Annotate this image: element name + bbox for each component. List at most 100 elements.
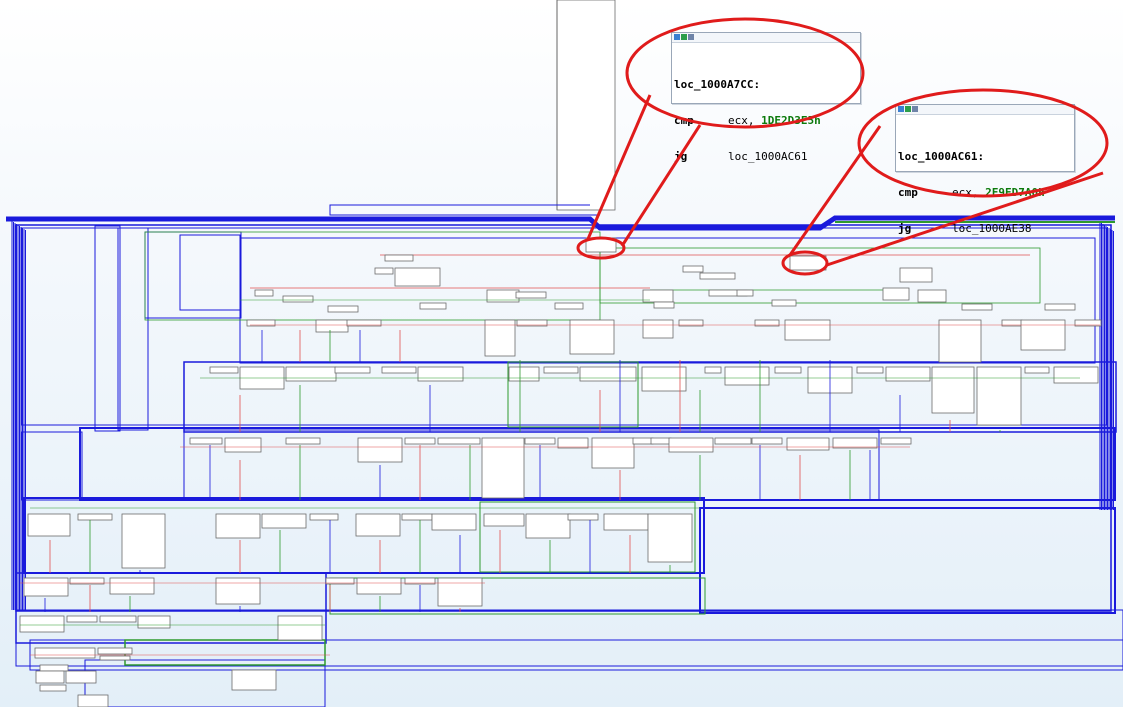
graph-node[interactable]: [567, 513, 599, 521]
graph-node[interactable]: [1044, 303, 1076, 311]
graph-node[interactable]: [603, 513, 649, 531]
graph-node[interactable]: [215, 577, 261, 605]
graph-node[interactable]: [77, 513, 113, 521]
graph-node[interactable]: [431, 513, 477, 531]
graph-node[interactable]: [254, 289, 274, 297]
graph-node[interactable]: [554, 302, 584, 310]
graph-node[interactable]: [516, 319, 548, 327]
graph-node[interactable]: [99, 655, 131, 661]
graph-node[interactable]: [736, 289, 754, 297]
graph-node[interactable]: [585, 237, 617, 253]
graph-node[interactable]: [569, 319, 615, 355]
graph-node[interactable]: [579, 366, 637, 382]
graph-node[interactable]: [751, 437, 783, 445]
graph-node[interactable]: [508, 366, 540, 382]
graph-node[interactable]: [109, 577, 155, 595]
graph-node[interactable]: [355, 513, 401, 537]
graph-node[interactable]: [356, 577, 402, 595]
graph-node[interactable]: [774, 366, 802, 374]
graph-node[interactable]: [374, 267, 394, 275]
graph-node[interactable]: [19, 615, 65, 633]
graph-node[interactable]: [515, 291, 547, 299]
graph-node[interactable]: [215, 513, 261, 539]
graph-node[interactable]: [401, 513, 433, 521]
graph-node[interactable]: [899, 267, 933, 283]
graph-node[interactable]: [97, 647, 133, 655]
graph-node[interactable]: [1020, 319, 1066, 351]
graph-node[interactable]: [27, 513, 71, 537]
graph-node[interactable]: [704, 366, 722, 374]
graph-node[interactable]: [789, 255, 827, 271]
graph-node[interactable]: [357, 437, 403, 463]
graph-node[interactable]: [394, 267, 441, 287]
graph-node[interactable]: [404, 577, 436, 585]
graph-node[interactable]: [856, 366, 884, 374]
graph-node[interactable]: [77, 694, 109, 707]
graph-node[interactable]: [404, 437, 436, 445]
graph-node[interactable]: [557, 437, 589, 449]
graph-node[interactable]: [1053, 366, 1099, 384]
graph-node[interactable]: [882, 287, 910, 301]
graph-node[interactable]: [786, 437, 830, 451]
graph-node[interactable]: [724, 366, 770, 386]
graph-node[interactable]: [231, 669, 277, 691]
graph-node[interactable]: [632, 437, 654, 445]
color-icon[interactable]: [898, 106, 904, 112]
graph-node[interactable]: [832, 437, 878, 449]
graph-node[interactable]: [285, 366, 337, 382]
graph-node[interactable]: [69, 577, 105, 585]
graph-node[interactable]: [976, 366, 1022, 426]
graph-node[interactable]: [277, 615, 323, 641]
graph-node[interactable]: [209, 366, 239, 374]
graph-node[interactable]: [246, 319, 276, 327]
graph-node[interactable]: [285, 437, 321, 445]
graph-node[interactable]: [437, 577, 483, 607]
list-icon[interactable]: [912, 106, 918, 112]
graph-node[interactable]: [668, 437, 714, 453]
graph-node[interactable]: [885, 366, 931, 382]
graph-node[interactable]: [714, 437, 752, 445]
graph-node[interactable]: [65, 670, 97, 684]
graph-node[interactable]: [327, 305, 359, 313]
graph-node[interactable]: [39, 684, 67, 692]
list-icon[interactable]: [688, 34, 694, 40]
graph-node[interactable]: [437, 437, 481, 445]
graph-node[interactable]: [384, 254, 414, 262]
graph-node[interactable]: [556, 0, 616, 211]
graph-node[interactable]: [419, 302, 447, 310]
graph-node[interactable]: [653, 301, 675, 309]
graph-node[interactable]: [66, 615, 98, 623]
graph-node[interactable]: [642, 319, 674, 339]
graph-node[interactable]: [189, 437, 223, 445]
graph-node[interactable]: [325, 577, 355, 585]
graph-node[interactable]: [931, 366, 975, 414]
graph-node[interactable]: [309, 513, 339, 521]
graph-node[interactable]: [524, 437, 556, 445]
graph-node[interactable]: [261, 513, 307, 529]
graph-node[interactable]: [543, 366, 579, 374]
graph-node[interactable]: [1074, 319, 1102, 327]
graph-node[interactable]: [771, 299, 797, 307]
graph-node[interactable]: [483, 513, 525, 527]
graph-node[interactable]: [481, 437, 525, 499]
graph-node[interactable]: [484, 319, 516, 357]
graph-node[interactable]: [346, 319, 382, 327]
graph-node[interactable]: [880, 437, 912, 445]
graph-node[interactable]: [938, 319, 982, 363]
graph-node[interactable]: [137, 615, 171, 629]
graph-node[interactable]: [917, 289, 947, 303]
graph-node[interactable]: [39, 664, 69, 672]
graph-node[interactable]: [682, 265, 704, 273]
graph-node[interactable]: [34, 647, 96, 659]
graph-icon[interactable]: [681, 34, 687, 40]
graph-node[interactable]: [678, 319, 704, 327]
graph-node[interactable]: [99, 615, 137, 623]
graph-node[interactable]: [282, 295, 314, 303]
graph-node[interactable]: [699, 272, 736, 280]
graph-node[interactable]: [417, 366, 464, 382]
graph-node[interactable]: [647, 513, 693, 563]
graph-node[interactable]: [1024, 366, 1050, 374]
graph-node[interactable]: [121, 513, 166, 569]
